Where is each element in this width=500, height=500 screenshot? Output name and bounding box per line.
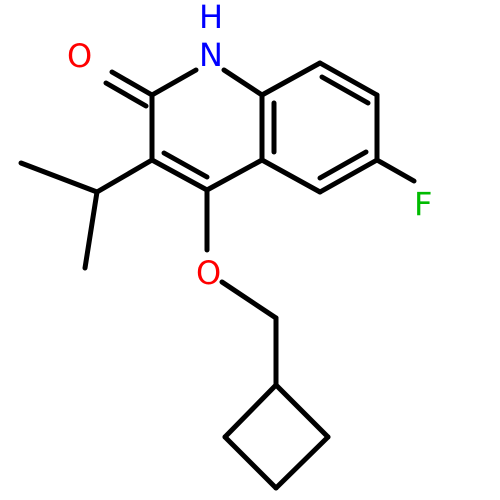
bond-c3-ch [94, 157, 155, 195]
cyclobutylmethoxy-group [204, 187, 331, 491]
isopropyl-group [18, 157, 155, 271]
bond-cb-4 [273, 382, 331, 440]
bond-c6-c5-double [317, 149, 369, 181]
atom-label-f: F [414, 185, 432, 223]
bond-cb-2 [222, 434, 279, 491]
bond-cb-3 [273, 434, 331, 491]
bond-c8-c7 [317, 60, 380, 98]
benzene-ring [259, 60, 380, 195]
bond-c2-o-b [103, 80, 149, 109]
bond-c2-o-a [109, 69, 155, 98]
atom-label-carbonyl-o: O [67, 37, 92, 75]
bond-c6-c5 [317, 157, 380, 195]
bond-c4-c4a [204, 157, 265, 193]
atom-label-nh-h: H [199, 0, 223, 36]
pyridinone-ring [149, 67, 265, 193]
atom-label-ether-o: O [196, 254, 221, 292]
bond-c8a-n1 [221, 67, 265, 98]
bond-cb-1 [222, 382, 279, 440]
bond-c3-c4-double [161, 150, 210, 180]
bond-c3-c4 [149, 157, 210, 193]
bond-c6-f [374, 157, 417, 184]
bond-ch-ch3-b [82, 189, 100, 271]
atom-label-n: N [199, 36, 223, 74]
bond-c8a-c8 [259, 60, 323, 98]
bond-o-ch2 [219, 279, 279, 321]
bond-c5-c4a [259, 157, 323, 195]
bond-c8-c7-double [319, 74, 371, 106]
carbonyl-group [103, 69, 155, 109]
bond-n1-c2 [149, 67, 199, 98]
bond-ch-ch3-a [18, 160, 100, 195]
